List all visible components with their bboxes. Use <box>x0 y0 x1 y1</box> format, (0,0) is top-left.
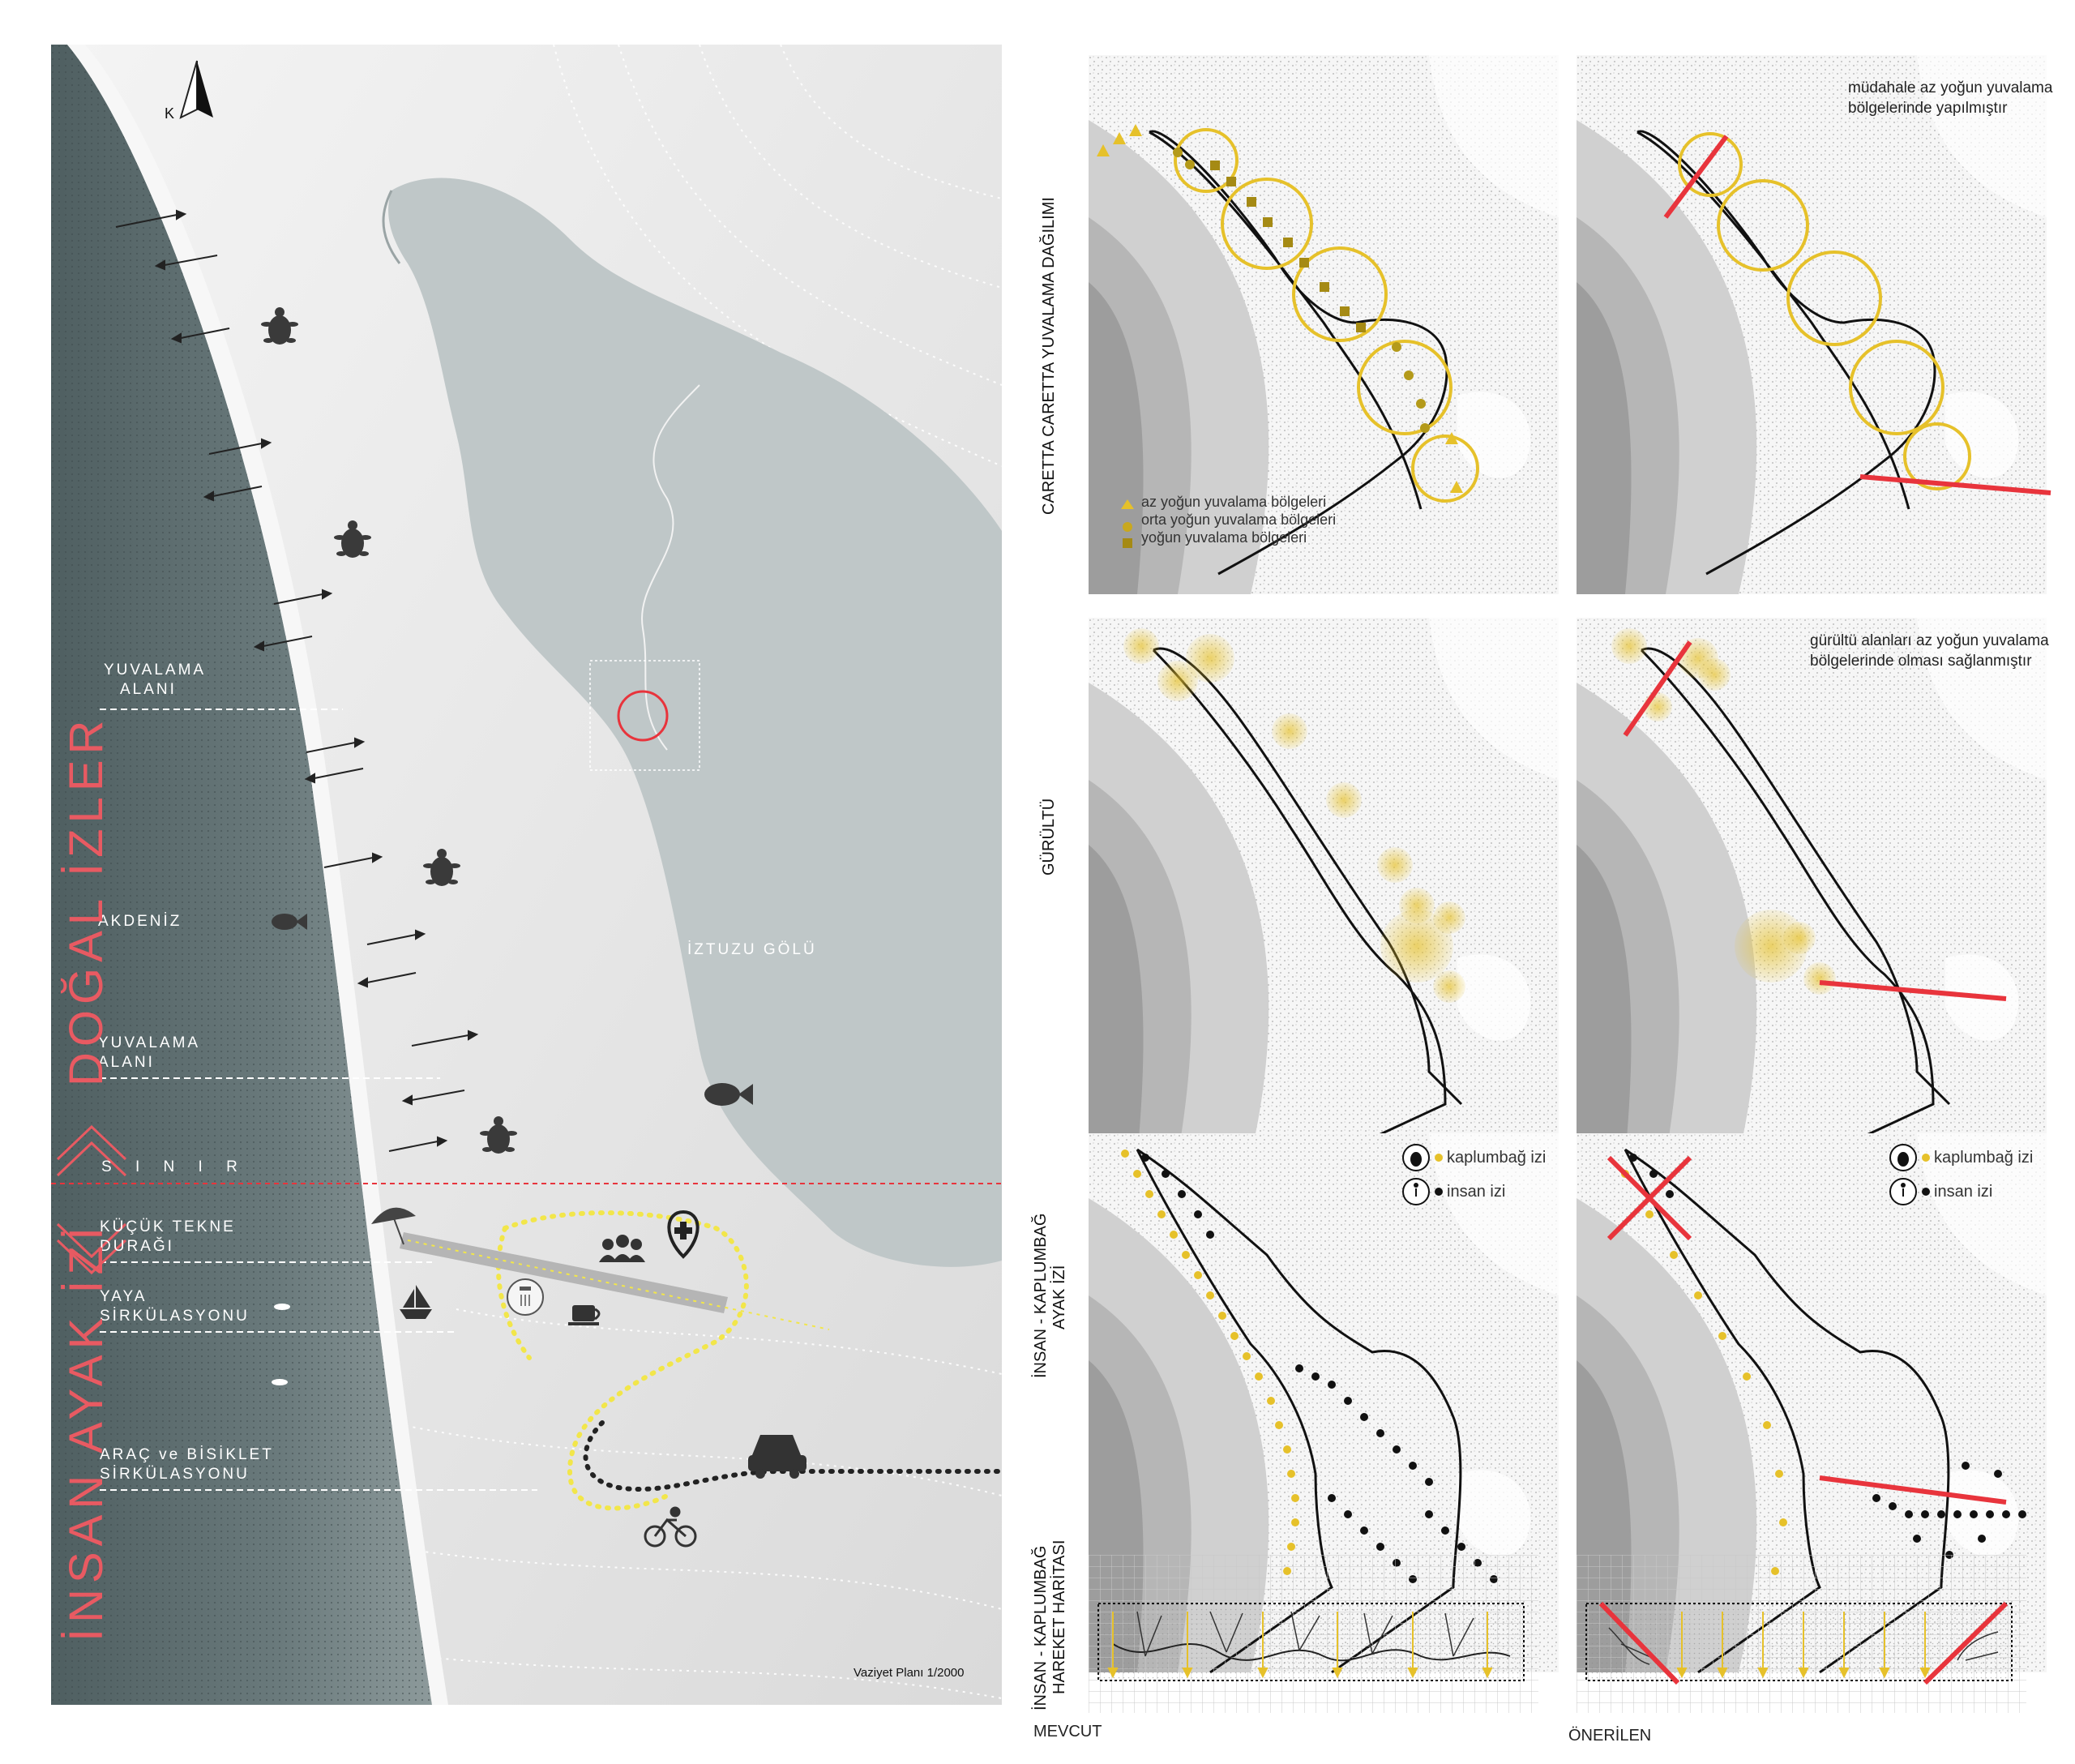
note-noise: gürültü alanları az yoğun yuvalama bölge… <box>1810 631 2049 671</box>
label-line: YUVALAMA <box>104 662 207 679</box>
row-title-tracks: İNSAN - KAPLUMBAĞ AYAK İZİ <box>1032 1214 1069 1378</box>
label-vehicle-bicycle: ARAÇ ve BİSİKLET SİRKÜLASYONU <box>100 1445 274 1484</box>
panel-tracks-proposed <box>1577 1133 2047 1674</box>
lake-label: İZTUZU GÖLÜ <box>687 941 817 958</box>
note-line: müdahale az yoğun yuvalama <box>1848 79 2053 96</box>
label-nesting-area-1: YUVALAMA ALANI <box>104 661 206 700</box>
scale-label: Vaziyet Planı 1/2000 <box>854 1666 965 1680</box>
umbrella-icon <box>371 1207 416 1245</box>
label-pedestrian: YAYA SİRKÜLASYONU <box>100 1287 250 1326</box>
legend-item: yoğun yuvalama bölgeleri <box>1141 529 1307 546</box>
note-line: bölgelerinde olması sağlanmıştır <box>1810 653 2032 670</box>
label-line: YUVALAMA <box>98 1034 201 1051</box>
fish-icon <box>704 1083 753 1106</box>
title-line: İNSAN - KAPLUMBAĞ <box>1032 1213 1050 1378</box>
label-line: KÜÇÜK TEKNE <box>100 1218 236 1235</box>
lake-detail-box <box>589 660 700 771</box>
label-line: ALANI <box>120 681 177 698</box>
boundary-label: S I N I R <box>101 1158 247 1175</box>
site-plan-map: K YUVALAMA ALANI AKDENİZ YUVALAMA ALANI … <box>51 45 1002 1705</box>
north-arrow-icon <box>179 60 213 119</box>
title-line: İNSAN - KAPLUMBAĞ <box>1032 1545 1050 1710</box>
track-legend-human-proposed: insan izi <box>1934 1183 1993 1201</box>
row-title-nesting: CARETTA CARETTA YUVALAMA DAĞILIMI <box>1040 197 1058 515</box>
label-line: SİRKÜLASYONU <box>100 1308 250 1325</box>
car-icon <box>748 1435 806 1479</box>
label-line: ALANI <box>98 1054 155 1071</box>
column-label-current: MEVCUT <box>1033 1723 1102 1740</box>
title-line: HAREKET HARİTASI <box>1050 1539 1068 1694</box>
health-pin-icon <box>667 1210 700 1259</box>
panel-nesting-proposed <box>1577 55 2051 594</box>
site-plan-graphics <box>51 45 1002 1705</box>
label-line: ARAÇ ve BİSİKLET <box>100 1446 274 1463</box>
legend-item: orta yoğun yuvalama bölgeleri <box>1141 512 1337 528</box>
turtle-icon <box>334 520 371 558</box>
section-natural-traces: DOĞAL İZLER <box>60 714 113 1086</box>
row-title-noise: GÜRÜLTÜ <box>1040 798 1058 876</box>
turtle-icon <box>423 849 460 886</box>
nesting-legend: az yoğun yuvalama bölgeleri orta yoğun y… <box>1141 493 1336 546</box>
note-line: gürültü alanları az yoğun yuvalama <box>1810 632 2049 649</box>
track-legend-turtle-current: kaplumbağ izi <box>1447 1149 1547 1167</box>
boat-icon <box>400 1285 432 1319</box>
label-line: YAYA <box>100 1288 148 1305</box>
panel-noise-proposed <box>1577 618 2047 1158</box>
shower-icon <box>507 1278 544 1316</box>
section-human-footprint: İNSAN AYAK İZİ <box>60 1221 113 1642</box>
panel-movement-proposed <box>1577 1555 2026 1713</box>
note-intervention: müdahale az yoğun yuvalama bölgelerinde … <box>1848 78 2052 118</box>
fish-icon <box>272 914 307 930</box>
label-line: DURAĞI <box>100 1238 174 1255</box>
legend-item: az yoğun yuvalama bölgeleri <box>1141 494 1327 510</box>
turtle-icon <box>480 1116 517 1154</box>
column-label-proposed: ÖNERİLEN <box>1568 1727 1652 1745</box>
label-line: SİRKÜLASYONU <box>100 1466 250 1483</box>
north-label: K <box>165 105 175 122</box>
row-title-movement: İNSAN - KAPLUMBAĞ HAREKET HARİTASI <box>1032 1540 1069 1710</box>
track-legend-human-current: insan izi <box>1447 1183 1506 1201</box>
panel-tracks-current <box>1089 1133 1559 1674</box>
detail-circle <box>617 690 669 742</box>
turtle-icon <box>261 307 298 345</box>
label-nesting-area-2: YUVALAMA ALANI <box>98 1034 200 1073</box>
group-icon <box>599 1235 645 1262</box>
track-legend-turtle-proposed: kaplumbağ izi <box>1934 1149 2034 1167</box>
contour-lines <box>358 45 1002 1699</box>
sea-label: AKDENİZ <box>98 913 182 930</box>
label-boat-stop: KÜÇÜK TEKNE DURAĞI <box>100 1218 236 1257</box>
coffee-icon <box>568 1305 601 1325</box>
wave-arrows <box>115 209 479 1152</box>
note-line: bölgelerinde yapılmıştır <box>1848 100 2008 117</box>
panel-noise-current <box>1089 618 1559 1158</box>
bicycle-icon <box>644 1506 697 1548</box>
panel-movement-current <box>1089 1555 1538 1713</box>
title-line: AYAK İZİ <box>1050 1265 1068 1329</box>
